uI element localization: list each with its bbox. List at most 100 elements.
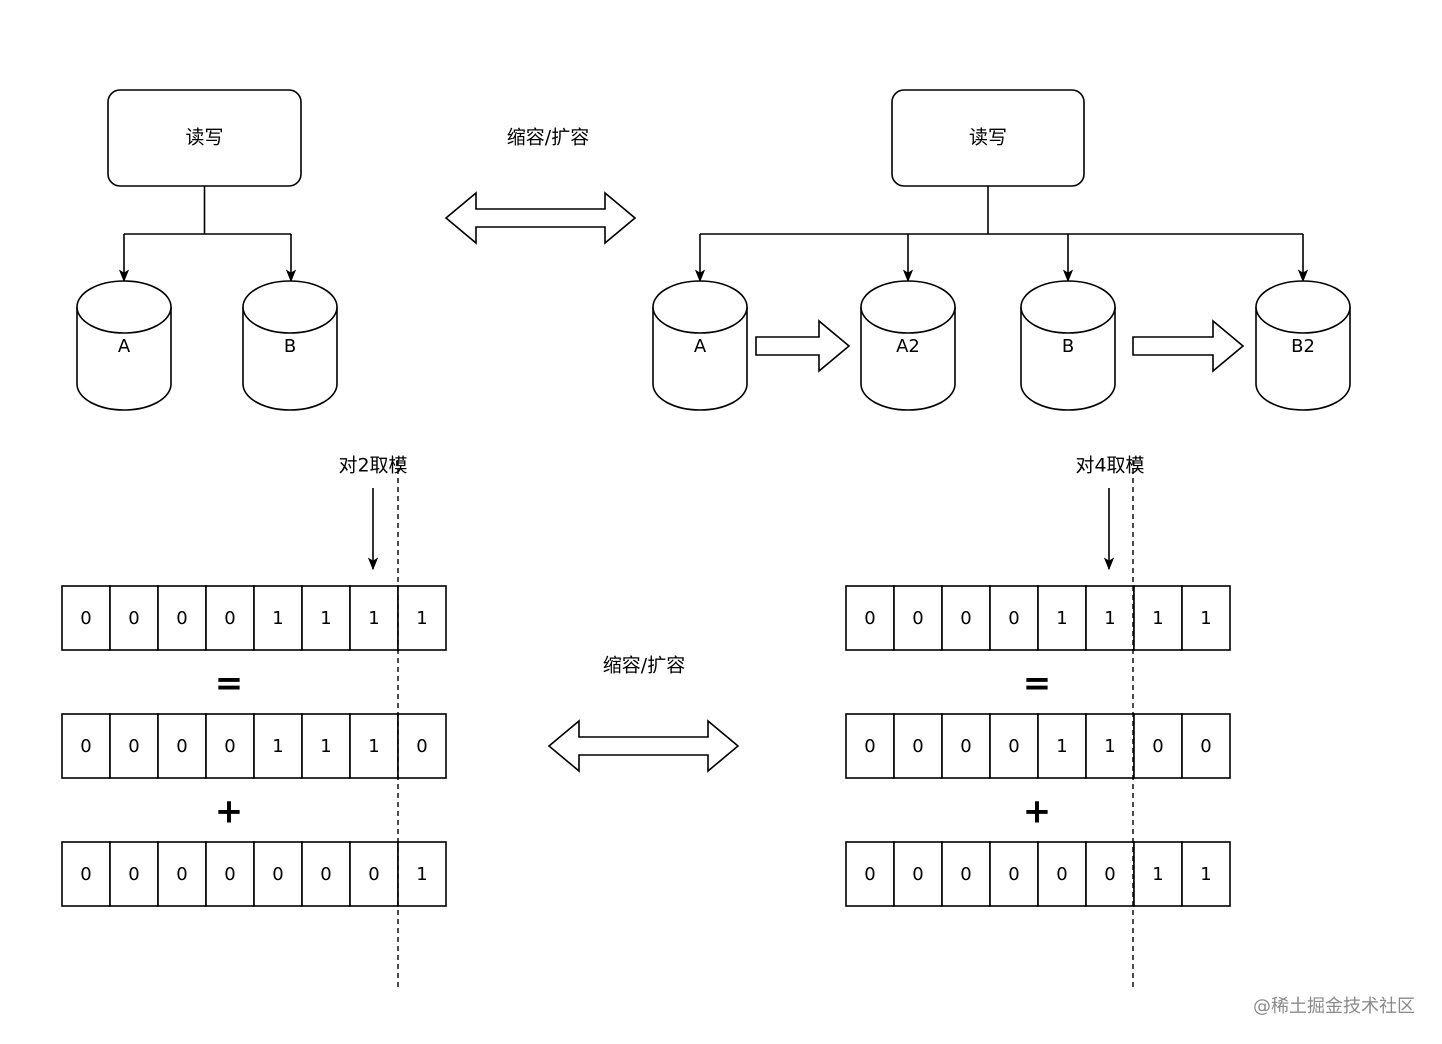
- right-bit-value: 0: [1200, 736, 1211, 757]
- left-equals-sign: =: [215, 664, 244, 704]
- left-bit-value: 0: [368, 864, 379, 885]
- left-rw-box: 读写: [107, 89, 302, 187]
- right-bit-value: 1: [1056, 736, 1067, 757]
- right-bit-row: 0 0 0 0 1 1 1 1: [845, 585, 1231, 651]
- right-bit-cell: [845, 713, 895, 779]
- left-node-a: A: [76, 280, 172, 411]
- migrate-arrow-a: [755, 319, 851, 373]
- right-bit-value: 0: [960, 864, 971, 885]
- left-bit-value: 1: [272, 736, 283, 757]
- left-bit-value: 0: [224, 864, 235, 885]
- right-bit-value: 0: [960, 736, 971, 757]
- right-rw-box: 读写: [891, 89, 1085, 187]
- left-bit-cell: [349, 585, 399, 651]
- right-bit-cell: [1181, 585, 1231, 651]
- left-bit-value: 0: [224, 608, 235, 629]
- right-bit-value: 0: [960, 608, 971, 629]
- left-bit-cell: [61, 713, 111, 779]
- left-bit-cell: [397, 713, 447, 779]
- top-transition-label: 缩容/扩容: [507, 127, 589, 149]
- right-node-b2-label: B2: [1291, 336, 1315, 357]
- right-bit-value: 1: [1104, 736, 1115, 757]
- right-bit-cell: [1133, 841, 1183, 907]
- right-node-b2: B2: [1255, 280, 1351, 411]
- left-bit-value: 0: [176, 608, 187, 629]
- left-bit-value: 0: [128, 736, 139, 757]
- right-bit-value: 1: [1056, 608, 1067, 629]
- left-bit-cell: [301, 841, 351, 907]
- left-bit-value: 1: [416, 864, 427, 885]
- right-bit-cell: [1181, 713, 1231, 779]
- left-bit-value: 0: [80, 864, 91, 885]
- right-node-a-label: A: [694, 336, 707, 357]
- left-bit-value: 1: [368, 736, 379, 757]
- right-bit-value: 1: [1152, 608, 1163, 629]
- left-bit-value: 1: [320, 608, 331, 629]
- right-bit-cell: [1181, 841, 1231, 907]
- left-node-b-label: B: [284, 336, 296, 357]
- right-mod-label: 对4取模: [1075, 455, 1144, 477]
- left-bit-value: 0: [320, 864, 331, 885]
- left-bit-cell: [397, 841, 447, 907]
- left-bit-cell: [253, 841, 303, 907]
- right-node-a: A: [652, 280, 748, 411]
- left-bit-value: 0: [80, 608, 91, 629]
- left-plus-sign: +: [215, 792, 244, 832]
- right-bit-value: 0: [912, 736, 923, 757]
- left-bit-cell: [349, 841, 399, 907]
- left-bit-cell: [157, 585, 207, 651]
- left-bit-value: 0: [128, 864, 139, 885]
- right-bit-value: 0: [864, 736, 875, 757]
- left-bit-value: 0: [80, 736, 91, 757]
- left-bit-cell: [109, 713, 159, 779]
- left-rw-label: 读写: [185, 127, 223, 149]
- right-bit-value: 1: [1200, 864, 1211, 885]
- right-bit-cell: [845, 585, 895, 651]
- right-bit-value: 0: [912, 608, 923, 629]
- bottom-transition-label: 缩容/扩容: [603, 655, 685, 677]
- right-bit-value: 0: [912, 864, 923, 885]
- left-bit-cell: [157, 713, 207, 779]
- right-bit-value: 0: [1008, 608, 1019, 629]
- right-bit-value: 0: [864, 608, 875, 629]
- left-bit-cell: [349, 713, 399, 779]
- right-bit-value: 0: [1104, 864, 1115, 885]
- left-bit-value: 0: [416, 736, 427, 757]
- right-bit-value: 0: [1056, 864, 1067, 885]
- left-bit-value: 1: [320, 736, 331, 757]
- top-double-arrow: [444, 191, 637, 245]
- watermark: @稀土掘金技术社区: [1253, 996, 1415, 1017]
- left-bit-cell: [157, 841, 207, 907]
- right-bit-cell: [1037, 841, 1087, 907]
- left-bit-value: 0: [224, 736, 235, 757]
- right-bit-cell: [893, 585, 943, 651]
- left-bit-value: 0: [272, 864, 283, 885]
- left-bit-value: 0: [176, 864, 187, 885]
- left-bit-value: 1: [416, 608, 427, 629]
- right-bit-cell: [1133, 585, 1183, 651]
- left-bit-cell: [61, 585, 111, 651]
- left-mod-label: 对2取模: [338, 455, 407, 477]
- right-bit-cell: [941, 841, 991, 907]
- left-node-a-label: A: [118, 336, 131, 357]
- right-node-b: B: [1020, 280, 1116, 411]
- left-node-b: B: [242, 280, 338, 411]
- right-bit-cell: [989, 841, 1039, 907]
- right-plus-sign: +: [1023, 792, 1052, 832]
- right-bit-value: 1: [1104, 608, 1115, 629]
- left-bit-value: 0: [128, 608, 139, 629]
- left-bit-value: 1: [368, 608, 379, 629]
- right-bit-cell: [893, 713, 943, 779]
- right-rw-label: 读写: [969, 127, 1007, 149]
- right-bit-value: 0: [864, 864, 875, 885]
- right-node-a2: A2: [860, 280, 956, 411]
- right-bit-value: 1: [1200, 608, 1211, 629]
- left-rw-connectors: [118, 186, 297, 283]
